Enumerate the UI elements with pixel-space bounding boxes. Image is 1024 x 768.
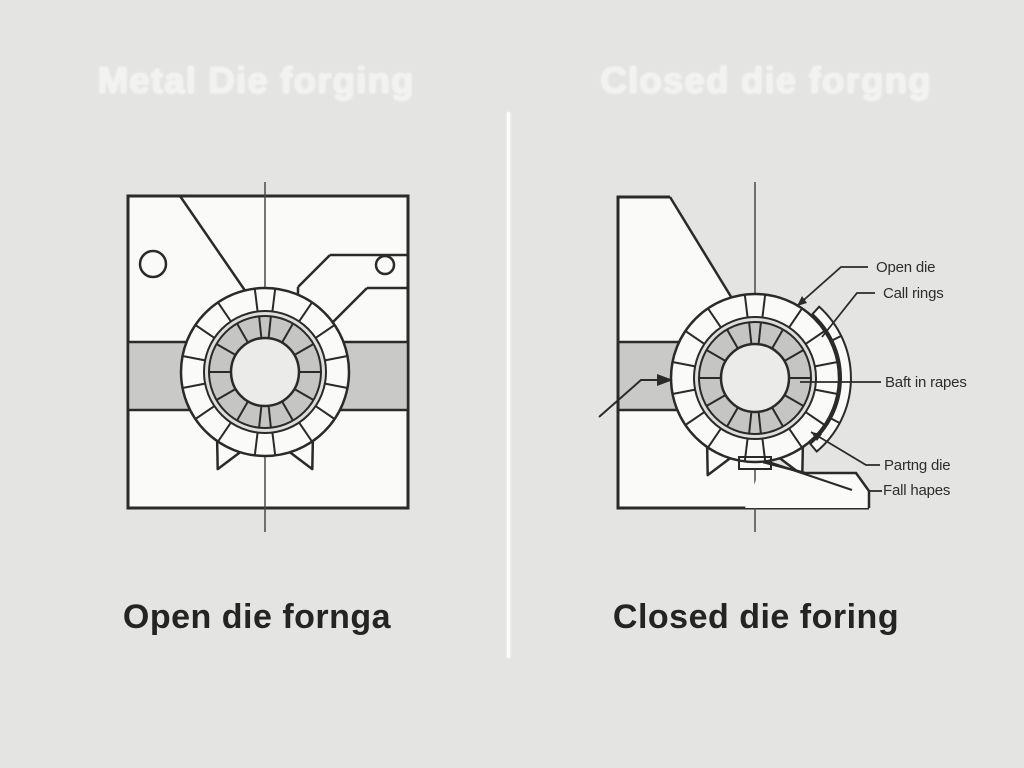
flash-shape [738,456,871,508]
feed-arrowhead-icon [657,374,673,386]
ring-bottom-tab [738,456,772,470]
die-block-outline [616,195,869,510]
callout-leaders [796,266,882,492]
label-partng-die: Partng die [884,457,950,474]
right-panel-title: Closed die forgng [600,60,932,101]
feed-arrow-line [598,379,657,418]
forged-ring-cross-section [669,292,852,477]
leader-arrowhead-icon [811,432,822,441]
die-chamfer-line [178,195,248,293]
flash-inner-line [765,460,853,491]
left-panel-title: Metal Die forging [97,60,415,101]
leader-open-die [796,266,868,307]
band-feed-arrow [598,374,673,418]
leader-arrowhead-icon [797,296,807,306]
label-baft-in-rapes: Baft in rapes [885,374,967,391]
die-tab-line [330,287,368,325]
right-panel-caption: Closed die foring [612,598,900,636]
leader-call-rings [821,292,875,338]
label-fall-hapes: Fall hapes [883,482,950,499]
die-bolt-hole [374,254,396,276]
panel-divider [507,112,510,658]
die-bolt-hole [138,249,168,279]
forged-ring-cross-section [179,286,351,471]
label-call-rings: Call rings [883,285,944,302]
die-chamfer-line [668,196,735,301]
closed-die-forging-diagram: Open die Call rings Baft in rapes Partng… [598,182,967,532]
leader-partng-die [810,431,880,466]
die-tab-line [297,254,331,288]
label-open-die: Open die [876,259,935,276]
open-die-forging-diagram [126,182,410,532]
callout-labels: Open die Call rings Baft in rapes Partng… [876,259,967,499]
left-panel-caption: Open die fornga [122,598,392,636]
